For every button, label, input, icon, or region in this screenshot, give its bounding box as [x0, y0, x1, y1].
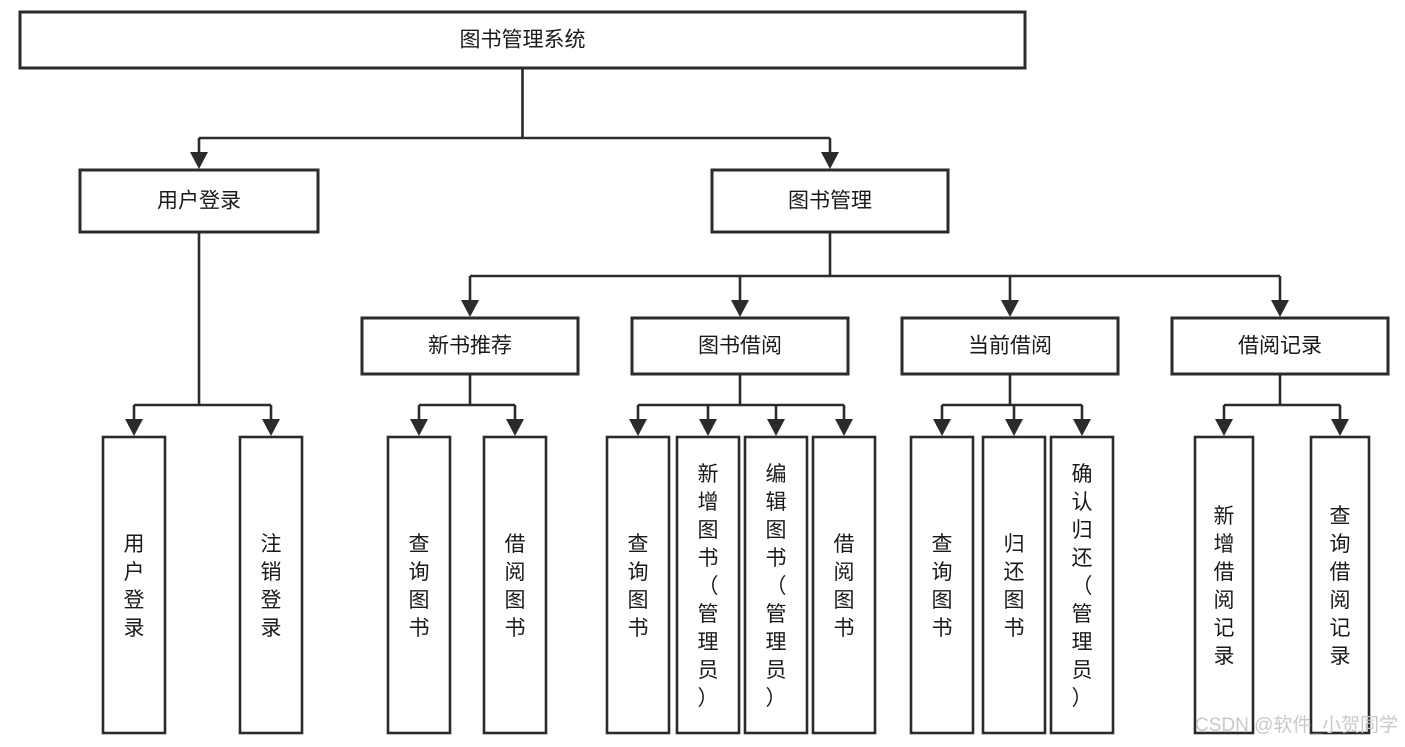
node-leaf-record-add[interactable]: 新增借阅记录: [1193, 435, 1255, 735]
node-leaf-record-add-label: 新增借阅记录: [1214, 505, 1235, 668]
node-new-book-rec-box: [360, 316, 580, 376]
arrow-head-icon: [1331, 419, 1349, 436]
node-current-borrow[interactable]: 当前借阅: [900, 316, 1120, 376]
arrow-head-icon: [1001, 300, 1019, 317]
node-leaf-borrow-borrow-book-box: [811, 435, 877, 735]
arrow-head-icon: [767, 419, 785, 436]
node-leaf-borrow-add-book[interactable]: 新增图书（管理员）: [675, 435, 741, 735]
node-leaf-rec-borrow-book-label: 借阅图书: [505, 533, 526, 640]
node-leaf-borrow-borrow-book-label: 借阅图书: [834, 533, 855, 640]
node-leaf-user-logout[interactable]: 注销登录: [238, 435, 304, 735]
node-user-login-label: 用户登录: [157, 190, 241, 213]
node-leaf-rec-query-book[interactable]: 查询图书: [386, 435, 452, 735]
arrow-head-icon: [821, 152, 839, 169]
node-root-root-label: 图书管理系统: [460, 29, 586, 52]
node-leaf-record-query[interactable]: 查询借阅记录: [1309, 435, 1371, 735]
arrow-head-icon: [835, 419, 853, 436]
node-leaf-record-query-box: [1309, 435, 1371, 735]
node-leaf-current-return-book-label: 归还图书: [1004, 533, 1025, 640]
node-leaf-rec-query-book-label: 查询图书: [409, 533, 430, 640]
node-root-root[interactable]: 图书管理系统: [18, 10, 1027, 70]
node-book-borrow-label: 图书借阅: [698, 335, 782, 358]
node-leaf-borrow-edit-book-box: [743, 435, 809, 735]
node-leaf-user-login[interactable]: 用户登录: [101, 435, 167, 735]
arrow-head-icon: [1271, 300, 1289, 317]
arrow-head-icon: [506, 419, 524, 436]
node-leaf-borrow-edit-book[interactable]: 编辑图书（管理员）: [743, 435, 809, 735]
node-leaf-current-query-book[interactable]: 查询图书: [909, 435, 975, 735]
node-leaf-user-login-box: [101, 435, 167, 735]
node-leaf-rec-borrow-book-box: [482, 435, 548, 735]
arrow-head-icon: [731, 300, 749, 317]
arrow-head-icon: [1073, 419, 1091, 436]
node-leaf-current-confirm-return[interactable]: 确认归还（管理员）: [1049, 435, 1115, 735]
arrow-head-icon: [125, 419, 143, 436]
node-leaf-user-logout-label: 注销登录: [261, 533, 282, 640]
node-book-manage[interactable]: 图书管理: [710, 168, 950, 234]
node-current-borrow-label: 当前借阅: [968, 335, 1052, 358]
node-user-login[interactable]: 用户登录: [78, 168, 320, 234]
node-book-manage-label: 图书管理: [788, 190, 872, 213]
arrow-head-icon: [1005, 419, 1023, 436]
node-current-borrow-box: [900, 316, 1120, 376]
arrow-head-icon: [933, 419, 951, 436]
node-book-borrow[interactable]: 图书借阅: [630, 316, 850, 376]
node-new-book-rec[interactable]: 新书推荐: [360, 316, 580, 376]
node-leaf-borrow-query-book-label: 查询图书: [628, 533, 649, 640]
node-leaf-user-login-label: 用户登录: [124, 533, 145, 640]
node-leaf-current-confirm-return-box: [1049, 435, 1115, 735]
node-leaf-user-logout-box: [238, 435, 304, 735]
node-user-login-box: [78, 168, 320, 234]
node-leaf-borrow-query-book[interactable]: 查询图书: [605, 435, 671, 735]
node-leaf-rec-borrow-book[interactable]: 借阅图书: [482, 435, 548, 735]
node-leaf-borrow-add-book-label: 新增图书（管理员）: [698, 463, 719, 710]
node-leaf-borrow-add-book-box: [675, 435, 741, 735]
node-borrow-record-box: [1170, 316, 1390, 376]
arrow-head-icon: [410, 419, 428, 436]
node-leaf-current-query-book-box: [909, 435, 975, 735]
node-leaf-current-return-book[interactable]: 归还图书: [981, 435, 1047, 735]
node-new-book-rec-label: 新书推荐: [428, 335, 512, 358]
arrow-head-icon: [262, 419, 280, 436]
node-leaf-borrow-query-book-box: [605, 435, 671, 735]
arrow-head-icon: [1215, 419, 1233, 436]
node-leaf-current-confirm-return-label: 确认归还（管理员）: [1072, 463, 1093, 710]
node-leaf-rec-query-book-box: [386, 435, 452, 735]
node-leaf-record-add-box: [1193, 435, 1255, 735]
node-leaf-current-query-book-label: 查询图书: [932, 533, 953, 640]
node-book-borrow-box: [630, 316, 850, 376]
node-leaf-borrow-borrow-book[interactable]: 借阅图书: [811, 435, 877, 735]
arrow-head-icon: [699, 419, 717, 436]
node-leaf-record-query-label: 查询借阅记录: [1330, 505, 1351, 668]
connectors-layer: [125, 68, 1349, 436]
node-borrow-record-label: 借阅记录: [1238, 335, 1322, 358]
node-book-manage-box: [710, 168, 950, 234]
arrow-head-icon: [190, 152, 208, 169]
csdn-watermark: CSDN @软件_小贺同学: [1195, 714, 1398, 736]
arrow-head-icon: [461, 300, 479, 317]
arrow-head-icon: [629, 419, 647, 436]
nodes-layer: 图书管理系统用户登录图书管理新书推荐图书借阅当前借阅借阅记录用户登录注销登录查询…: [18, 10, 1390, 735]
node-leaf-current-return-book-box: [981, 435, 1047, 735]
node-root-root-box: [18, 10, 1027, 70]
node-borrow-record[interactable]: 借阅记录: [1170, 316, 1390, 376]
node-leaf-borrow-edit-book-label: 编辑图书（管理员）: [766, 463, 787, 710]
